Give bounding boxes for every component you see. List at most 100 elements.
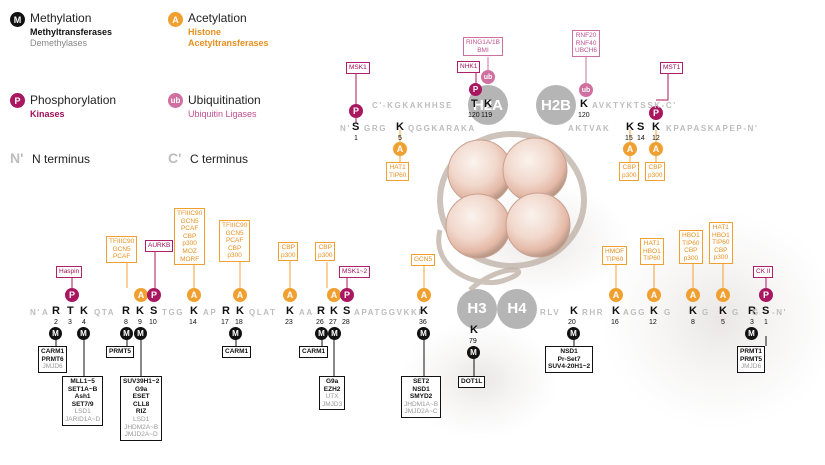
h3-num-27: 27	[329, 319, 337, 326]
h4-seq-g4: G	[752, 308, 760, 317]
legend-ubiquitin-ligases: Ubiquitin Ligases	[188, 109, 257, 119]
h3-seq-tgg: TGG	[162, 308, 185, 317]
c-terminus-symbol: C'	[168, 150, 182, 166]
histone-h2a-label: H2A	[472, 97, 503, 114]
mst1-kinase-box: MST1	[660, 62, 684, 74]
acetyl-k36-circle: A	[417, 288, 431, 302]
methyl-r2-circle: M	[49, 327, 62, 340]
h4-seq-g1: G	[664, 308, 672, 317]
h3-residue-s28: S	[343, 305, 351, 317]
h4-residue-r3: R	[748, 305, 756, 317]
phospho-t3-circle: P	[65, 288, 79, 302]
h3-seq-ap: AP	[203, 308, 218, 317]
h2b-num-12: 12	[652, 135, 660, 142]
legend-kinases: Kinases	[30, 109, 65, 119]
methyl-k27-circle: M	[328, 327, 341, 340]
h4-residue-k5: K	[719, 305, 727, 317]
h3-num-2: 2	[54, 319, 58, 326]
h4-seq-g2: G	[702, 308, 710, 317]
legend-ubiquitination-title: Ubiquitination	[188, 93, 261, 107]
acetyl-h4k5-circle: A	[716, 288, 730, 302]
h3-residue-k36: K	[420, 305, 428, 317]
h3-num-17: 17	[221, 319, 229, 326]
h2b-residue-k12: K	[652, 121, 660, 133]
histone-h4-label: H4	[507, 300, 527, 317]
h3-seq-qlat: QLAT	[249, 308, 277, 317]
h4-num-12: 12	[649, 319, 657, 326]
h2b-num-1: 1	[354, 135, 358, 142]
phospho-s10-circle: P	[147, 288, 161, 302]
h2a-sequence-left: C'-KGKAKHHSE	[372, 101, 454, 110]
acetyl-k15-circle: A	[623, 142, 637, 156]
h3-num-3: 3	[68, 319, 72, 326]
phosphorylation-icon: P	[10, 93, 25, 108]
h4-num-1: 1	[764, 319, 768, 326]
h3-residue-k79: K	[470, 324, 478, 336]
h4-n-terminus: -N'	[772, 308, 788, 317]
h3-residue-k9: K	[136, 305, 144, 317]
h2b-num-14: 14	[637, 135, 645, 142]
h4-num-20: 20	[568, 319, 576, 326]
phospho-s14-circle: P	[649, 106, 663, 120]
legend-histone: Histone	[188, 27, 222, 37]
h4-num-16: 16	[611, 319, 619, 326]
methyl-k9-circle: M	[134, 327, 147, 340]
phospho-s28-circle: P	[340, 288, 354, 302]
h3-num-4: 4	[82, 319, 86, 326]
h3-seq-qta: QTA	[94, 308, 116, 317]
carm1-box-r17: CARM1	[222, 346, 252, 358]
h4-residue-k20: K	[570, 305, 578, 317]
h3-residue-r26: R	[317, 305, 325, 317]
legend-methyltransferases: Methyltransferases	[30, 27, 113, 37]
h2b-sequence-right: AVKTYKTSSK-C'	[592, 101, 677, 110]
h3-num-18: 18	[235, 319, 243, 326]
n-terminus-symbol: N'	[10, 150, 24, 166]
h4-seq-g3: G	[732, 308, 740, 317]
acetyl-h4k8-circle: A	[686, 288, 700, 302]
legend-c-terminus: C terminus	[190, 152, 249, 166]
h2b-seq-grg: GRG	[364, 124, 388, 133]
h2a-residue-t120: T	[471, 98, 478, 110]
h2b-residue-k120: K	[580, 98, 588, 110]
legend-phosphorylation-title: Phosphorylation	[30, 93, 117, 107]
h2b-num-5: 5	[398, 135, 402, 142]
h4-residue-k12: K	[650, 305, 658, 317]
legend-demethylases: Demethylases	[30, 38, 88, 48]
histone-discs	[457, 85, 576, 329]
h3-num-10: 10	[149, 319, 157, 326]
carm1-box-r26: CARM1	[299, 346, 329, 358]
h3-residue-k23: K	[286, 305, 294, 317]
acetyl-k14-circle: A	[187, 288, 201, 302]
h4-residue-k16: K	[612, 305, 620, 317]
h3-seq-apatggvkkp: APATGGVKKP	[354, 308, 426, 317]
nhk1-kinase-box: NHK1	[457, 61, 481, 73]
h3-num-36: 36	[419, 319, 427, 326]
h3-residue-s10: S	[150, 305, 158, 317]
h2b-seq-kpap: KPAPASKAPEP-N'	[666, 124, 759, 133]
methyl-k36-circle: M	[417, 327, 430, 340]
h2b-seq-aktvak: AKTVAK	[568, 124, 611, 133]
h2b-n-terminus: N'	[340, 124, 351, 133]
h2b-residue-s14: S	[637, 121, 645, 133]
h3-num-14: 14	[189, 319, 197, 326]
msk1-kinase-box: MSK1	[346, 62, 370, 74]
legend-n-terminus: N terminus	[32, 152, 91, 166]
ubiq-k120-circle: ub	[579, 83, 593, 97]
h3-num-26: 26	[316, 319, 324, 326]
h3-seq-aa: AA	[299, 308, 314, 317]
aurkb-kinase-box: AURKB	[145, 240, 174, 252]
